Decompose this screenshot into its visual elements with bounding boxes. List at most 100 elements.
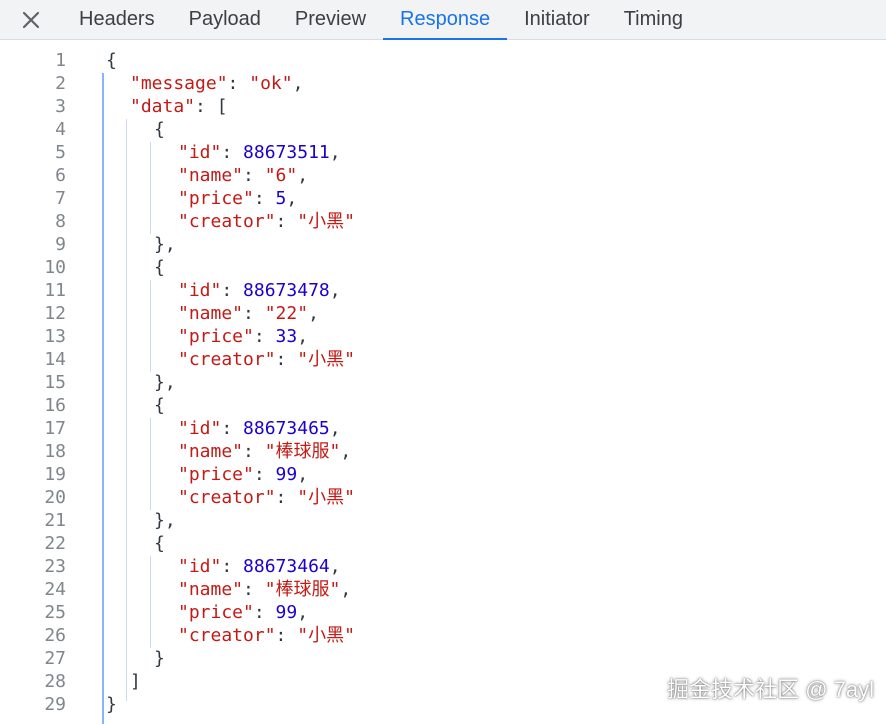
json-string: "6": [264, 165, 298, 186]
code-text: }: [106, 693, 117, 716]
json-punctuation: :: [221, 556, 244, 577]
code-text: },: [154, 233, 176, 256]
line-number: 21: [44, 510, 66, 531]
line-number: 27: [44, 648, 66, 669]
json-punctuation: :: [227, 73, 250, 94]
json-punctuation: :: [243, 579, 265, 600]
line-number: 18: [44, 441, 66, 462]
json-key: "price": [178, 464, 254, 485]
line-number: 11: [44, 280, 66, 301]
json-number: 99: [275, 602, 298, 623]
json-key: "name": [178, 303, 244, 324]
json-string: "小黑": [297, 349, 355, 370]
json-key: "name": [178, 579, 244, 600]
json-punctuation: ,: [292, 73, 304, 94]
code-text: "price": 5,: [178, 187, 297, 210]
line-number: 14: [44, 349, 66, 370]
code-text: "message": "ok",: [130, 72, 303, 95]
line-number: 23: [44, 556, 66, 577]
line-number: 10: [44, 257, 66, 278]
line-number: 24: [44, 579, 66, 600]
watermark: 掘金技术社区 @ 7ayl: [667, 677, 874, 702]
code-line: 21},: [0, 509, 886, 532]
response-code-viewer[interactable]: 1{2"message": "ok",3"data": [4{5"id": 88…: [0, 46, 886, 724]
line-number: 22: [44, 533, 66, 554]
json-punctuation: }: [154, 648, 165, 669]
json-key: "price": [178, 602, 254, 623]
json-key: "price": [178, 326, 254, 347]
line-number: 26: [44, 625, 66, 646]
code-line: 4{: [0, 118, 886, 141]
json-string: "ok": [249, 73, 293, 94]
line-number: 19: [44, 464, 66, 485]
json-number: 5: [275, 188, 287, 209]
json-punctuation: :: [275, 625, 298, 646]
code-text: "name": "棒球服",: [178, 440, 351, 463]
code-line: 1{: [0, 49, 886, 72]
json-punctuation: :: [243, 165, 265, 186]
json-punctuation: ,: [308, 303, 319, 324]
tab-preview[interactable]: Preview: [294, 8, 367, 30]
json-punctuation: ,: [340, 579, 352, 600]
json-key: "creator": [178, 211, 276, 232]
json-key: "id": [178, 556, 222, 577]
json-punctuation: {: [154, 533, 165, 554]
code-line: 14 "creator": "小黑": [0, 348, 886, 371]
json-punctuation: ,: [329, 418, 341, 439]
code-text: },: [154, 509, 176, 532]
code-line: 20 "creator": "小黑": [0, 486, 886, 509]
json-punctuation: ,: [297, 464, 309, 485]
tab-timing[interactable]: Timing: [623, 8, 683, 30]
json-punctuation: {: [154, 257, 165, 278]
code-text: {: [154, 532, 165, 555]
code-text: "name": "6",: [178, 164, 308, 187]
json-key: "name": [178, 441, 244, 462]
code-line: 12"name": "22",: [0, 302, 886, 325]
code-text: "id": 88673465,: [178, 417, 341, 440]
json-string: "棒球服": [264, 579, 341, 600]
line-number: 15: [44, 372, 66, 393]
json-punctuation: {: [106, 50, 117, 71]
json-punctuation: :: [275, 487, 298, 508]
tab-headers[interactable]: Headers: [79, 8, 155, 30]
line-number: 25: [44, 602, 66, 623]
line-number: 12: [44, 303, 66, 324]
json-punctuation: :: [243, 441, 265, 462]
json-punctuation: ,: [297, 602, 309, 623]
json-punctuation: ,: [297, 326, 309, 347]
json-number: 99: [275, 464, 298, 485]
code-text: "price": 99,: [178, 463, 308, 486]
json-number: 88673465: [243, 418, 330, 439]
tab-payload[interactable]: Payload: [188, 8, 261, 30]
json-key: "id": [178, 280, 222, 301]
line-number: 20: [44, 487, 66, 508]
line-number: 16: [44, 395, 66, 416]
tab-response[interactable]: Response: [383, 0, 508, 40]
json-key: "data": [130, 96, 196, 117]
json-key: "id": [178, 418, 222, 439]
code-line: 18 "name": "棒球服",: [0, 440, 886, 463]
indent-guide: [102, 73, 104, 724]
code-line: 2"message": "ok",: [0, 72, 886, 95]
line-number: 6: [55, 165, 66, 186]
json-string: "小黑": [297, 625, 355, 646]
json-string: "棒球服": [264, 441, 341, 462]
json-key: "id": [178, 142, 222, 163]
json-punctuation: },: [154, 234, 176, 255]
line-number: 13: [44, 326, 66, 347]
code-line: 10 {: [0, 256, 886, 279]
code-text: {: [154, 394, 165, 417]
code-text: "name": "棒球服",: [178, 578, 351, 601]
indent-guide: [150, 556, 151, 648]
json-string: "小黑": [297, 211, 355, 232]
tab-initiator[interactable]: Initiator: [524, 8, 590, 30]
json-punctuation: },: [154, 372, 176, 393]
code-text: "creator": "小黑": [178, 348, 355, 371]
json-punctuation: :: [275, 349, 298, 370]
devtools-tab-bar: Headers Payload Preview Response Initiat…: [0, 0, 886, 40]
code-text: },: [154, 371, 176, 394]
code-text: "creator": "小黑": [178, 486, 355, 509]
close-panel-button[interactable]: [0, 0, 62, 39]
line-number: 4: [55, 119, 66, 140]
line-number: 29: [44, 694, 66, 715]
